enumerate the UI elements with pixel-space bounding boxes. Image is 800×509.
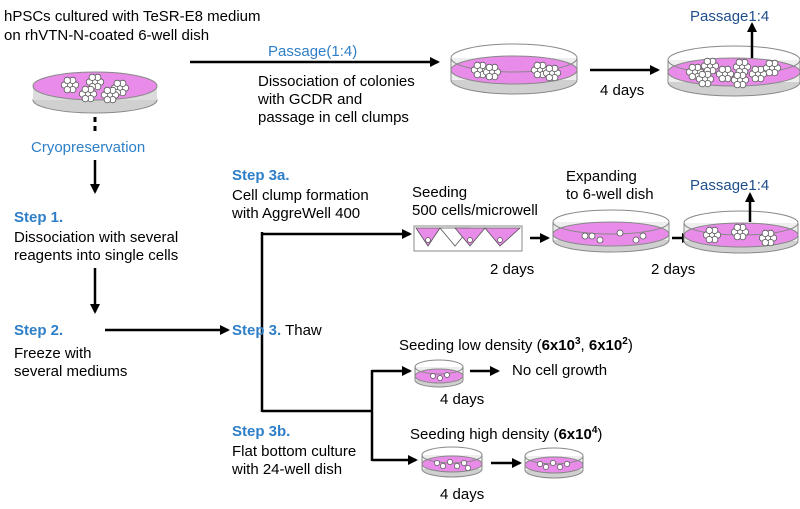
step2-desc-line2: several mediums (14, 363, 128, 380)
dish-expanding (552, 209, 670, 253)
step3a-desc-line2: with AggreWell 400 (232, 205, 361, 222)
step3b-desc-line2: with 24-well dish (232, 461, 343, 478)
dish-3a-final (683, 210, 799, 254)
step2-label: Step 2. (14, 322, 64, 339)
dissociation-line3: passage in cell clumps (258, 109, 409, 126)
dish-high-density-result (524, 447, 584, 479)
step3a-label: Step 3a. (232, 167, 290, 184)
step2-desc-line1: Freeze with (14, 345, 92, 362)
aggrewell-plate (413, 225, 523, 252)
dish-start (32, 71, 158, 114)
days-top-label: 4 days (600, 82, 645, 99)
low-density-value2: 6x10 (588, 337, 623, 354)
culture-conditions-line2: on rhVTN-N-coated 6-well dish (4, 27, 210, 44)
dissociation-line2: with GCDR and (258, 91, 363, 108)
step3-thaw: Step 3. Thaw (232, 322, 322, 340)
low-density-separator: , (580, 337, 589, 354)
days-low-label: 4 days (440, 391, 485, 408)
dish-expanded (667, 45, 800, 97)
dish-high-density (421, 446, 483, 478)
low-density-suffix: ) (627, 337, 633, 354)
expanding-line1: Expanding (566, 168, 637, 185)
days-high-label: 4 days (440, 486, 485, 503)
cryopreservation-label: Cryopreservation (31, 139, 146, 156)
low-density-value1: 6x10 (541, 337, 575, 354)
culture-conditions-line1: hPSCs cultured with TeSR-E8 medium (4, 8, 261, 25)
expanding-line2: to 6-well dish (566, 186, 654, 203)
dish-passage (450, 43, 578, 95)
high-density-prefix: Seeding high density ( (410, 426, 559, 443)
dissociation-line1: Dissociation of colonies (258, 73, 415, 90)
step1-label: Step 1. (14, 209, 64, 226)
no-growth-label: No cell growth (512, 362, 608, 379)
low-density-label: Seeding low density (6x103, 6x102) (399, 337, 633, 355)
step3b-desc-line1: Flat bottom culture (232, 443, 357, 460)
seeding-line1: Seeding (412, 184, 468, 201)
thaw-label: Thaw (281, 322, 322, 339)
step3b-label: Step 3b. (232, 423, 291, 440)
high-density-exponent: 4 (591, 425, 598, 436)
passage-top-label: Passage(1:4) (268, 43, 358, 60)
passage-top-right-label: Passage1:4 (690, 8, 770, 25)
low-density-exponent2: 2 (622, 336, 628, 347)
days-a2-label: 2 days (651, 261, 696, 278)
high-density-value: 6x10 (558, 426, 592, 443)
low-density-prefix: Seeding low density ( (399, 337, 542, 354)
high-density-label: Seeding high density (6x104) (410, 426, 602, 444)
low-density-exponent1: 3 (574, 336, 581, 347)
step3a-desc-line1: Cell clump formation (232, 187, 369, 204)
passage-mid-right-label: Passage1:4 (690, 177, 770, 194)
step1-desc-line1: Dissociation with several (14, 229, 179, 246)
days-a1-label: 2 days (490, 261, 535, 278)
seeding-line2: 500 cells/microwell (412, 202, 538, 219)
high-density-suffix: ) (597, 426, 603, 443)
dish-low-density (414, 359, 464, 388)
step3-label: Step 3. (232, 322, 282, 339)
step1-desc-line2: reagents into single cells (14, 247, 179, 264)
